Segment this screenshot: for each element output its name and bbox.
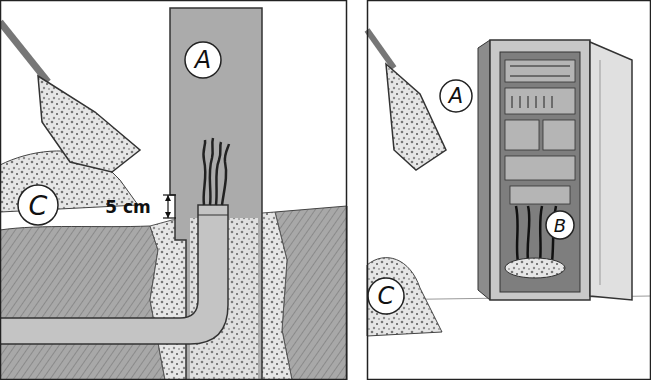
cabinet-side (478, 40, 490, 300)
component-details (510, 66, 570, 108)
cable-wires (203, 138, 229, 205)
dimension-line (163, 217, 176, 218)
callout-circle (546, 211, 574, 239)
callout-letter: C (369, 279, 403, 313)
dimension-arrowheads (165, 195, 171, 218)
shovel-handle (367, 30, 394, 68)
cabinet-door (590, 42, 632, 300)
callout-circle (440, 80, 472, 112)
callout-circle (18, 185, 58, 225)
shovel-handle (0, 22, 48, 82)
left-panel (0, 1, 347, 380)
callout-letter: A (441, 81, 471, 111)
panel-frame (1, 1, 347, 380)
gravel-pile (367, 258, 442, 336)
ground-soil (0, 226, 165, 380)
callout-letter: C (19, 186, 57, 224)
callout-letter: B (547, 212, 573, 238)
shovel-scoop (386, 64, 446, 170)
panel-frame (368, 1, 651, 380)
callout-circle (368, 278, 404, 314)
door-edge (600, 60, 601, 285)
dimension-line (163, 194, 176, 195)
callout-circle (185, 42, 221, 78)
cable-pipe (0, 205, 228, 344)
electrical-components (505, 60, 575, 204)
shovel-scoop (38, 76, 140, 172)
cable-entry-base (505, 258, 565, 278)
dimension-label: 5 cm (98, 196, 158, 218)
cabinet-body (490, 40, 590, 300)
cabinet-interior (500, 52, 580, 292)
right-panel (367, 1, 651, 380)
pipe-joint (198, 215, 228, 216)
callout-letter: A (186, 43, 220, 77)
